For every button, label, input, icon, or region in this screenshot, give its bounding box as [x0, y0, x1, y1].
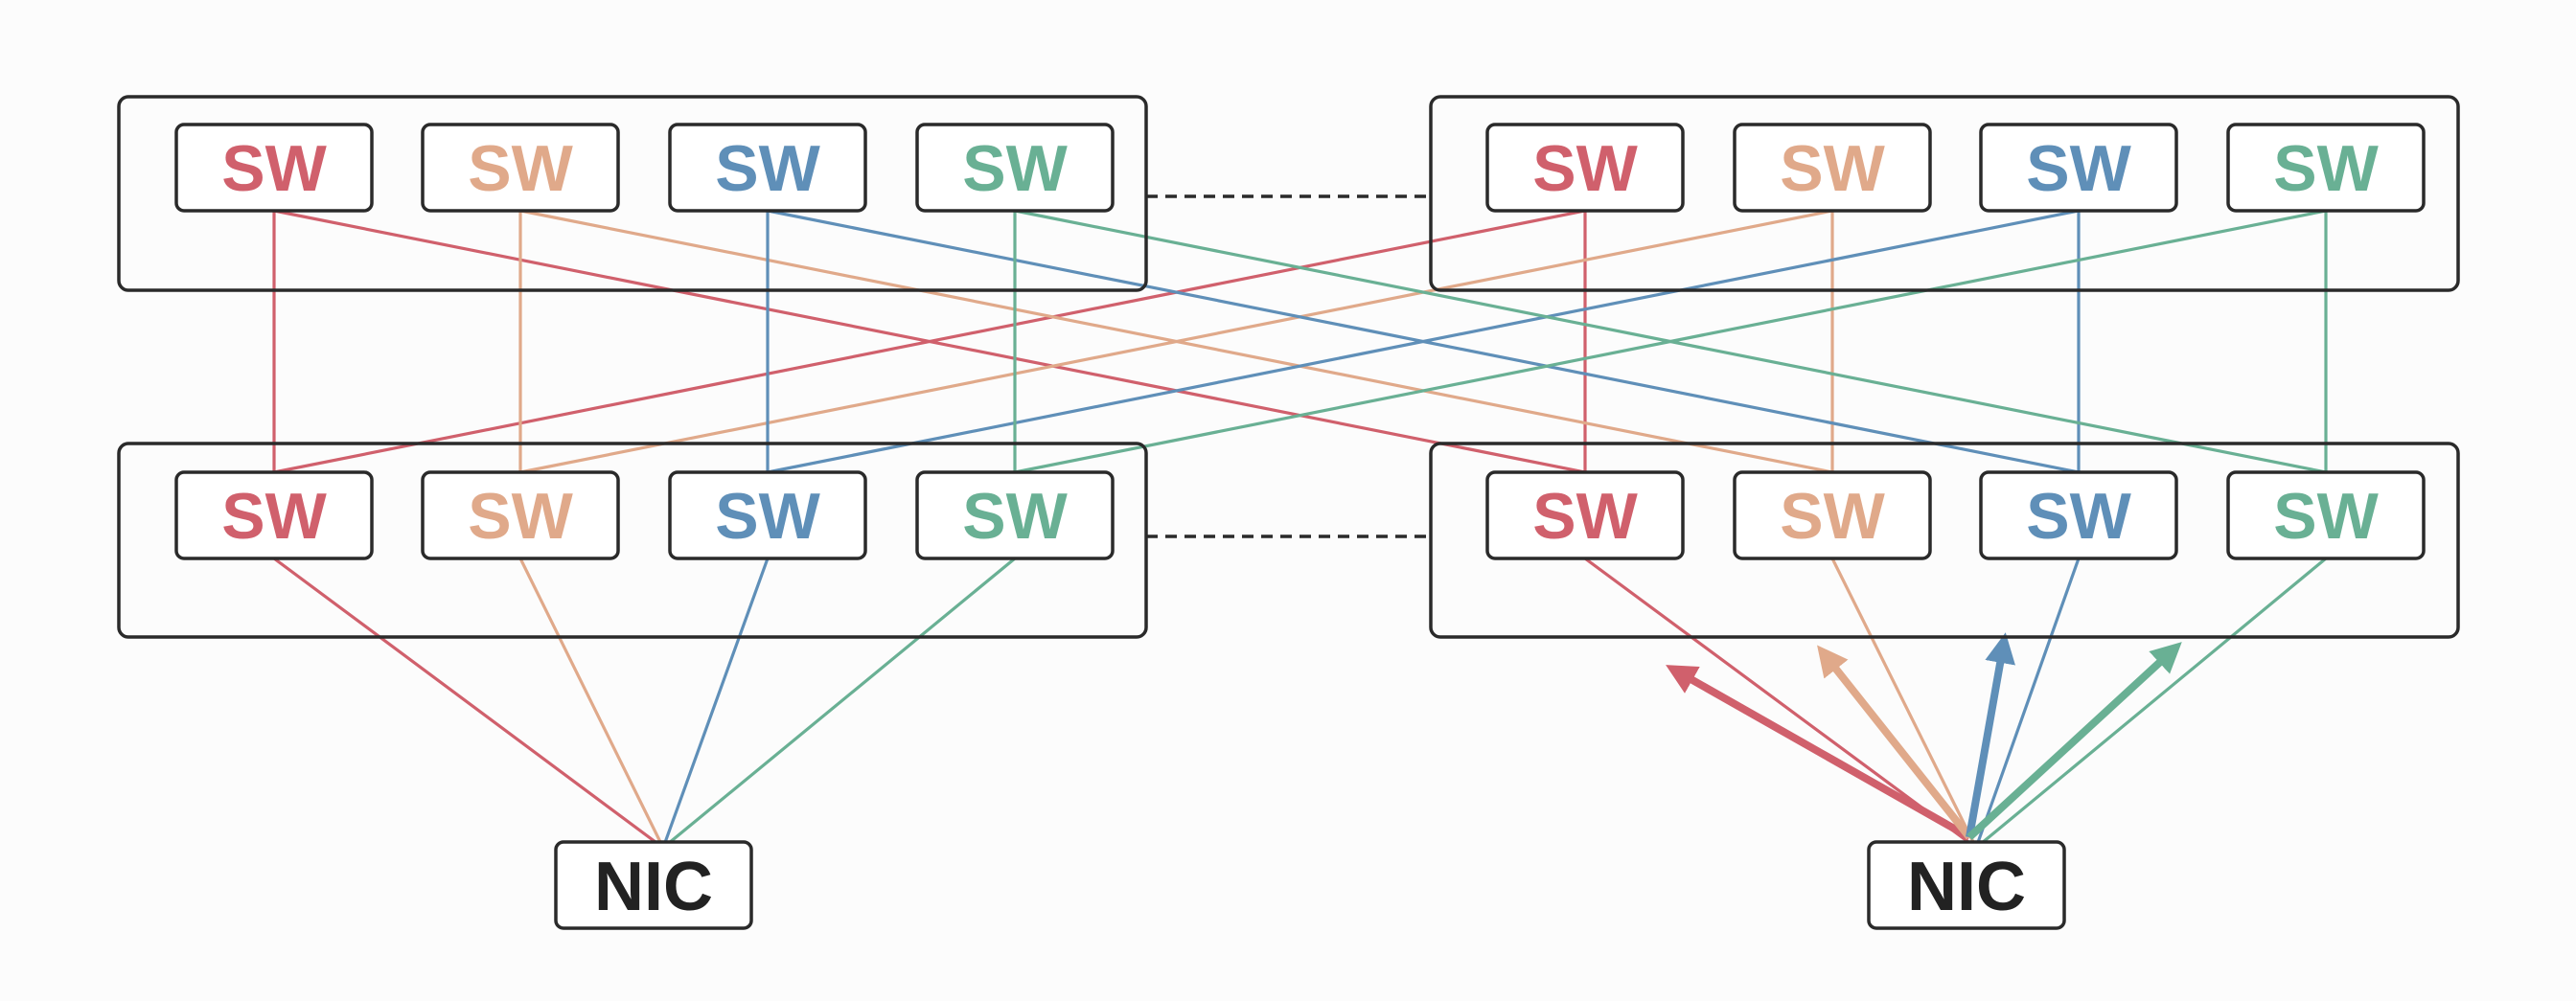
chassis-left-top [117, 95, 1148, 292]
nodes-layer: SW SW SW SW SW SW SW SW SW SW SW SW SW SW SW SW NIC NIC [174, 123, 2426, 930]
switch-box [421, 123, 620, 213]
switch-left-top-blue: SW [668, 123, 867, 213]
nic-link-right-orange [1830, 557, 1978, 849]
uplink-orange-2 [519, 209, 1833, 474]
switch-label: SW [2026, 480, 2131, 553]
switch-box [2226, 470, 2426, 560]
nic-right: NIC [1867, 840, 2066, 930]
switch-label: SW [2273, 132, 2379, 205]
switch-label: SW [1532, 132, 1638, 205]
uplink-red-2 [273, 209, 1586, 474]
nic-left: NIC [554, 840, 753, 930]
switch-label: SW [2273, 480, 2379, 553]
switch-label: SW [962, 132, 1068, 205]
switch-label: SW [221, 480, 327, 553]
nic-link-left-orange [518, 557, 665, 849]
switch-right-top-blue: SW [1979, 123, 2178, 213]
switch-label: SW [962, 480, 1068, 553]
chassis-right-top [1429, 95, 2460, 292]
uplink-green-2 [1014, 209, 2327, 474]
switch-box [174, 470, 374, 560]
switch-right-top-orange: SW [1733, 123, 1932, 213]
switch-box [421, 470, 620, 560]
switch-label: SW [1780, 132, 1885, 205]
switch-label: SW [468, 480, 573, 553]
switch-right-bottom-orange: SW [1733, 470, 1932, 560]
switch-right-bottom-blue: SW [1979, 470, 2178, 560]
switch-left-bottom-orange: SW [421, 470, 620, 560]
switch-label: SW [1780, 480, 1885, 553]
switch-left-bottom-green: SW [915, 470, 1115, 560]
nic-label: NIC [1907, 849, 2026, 925]
traffic-arrow-blue [1966, 632, 2015, 838]
traffic-arrow-green [1966, 642, 2182, 840]
switch-box [1733, 470, 1932, 560]
switch-box [668, 470, 867, 560]
switch-box [174, 123, 374, 213]
nic-link-right-blue [1974, 557, 2081, 849]
traffic-arrow-orange [1817, 645, 1973, 840]
switch-box [668, 123, 867, 213]
nic-link-left-red [273, 557, 664, 850]
switch-box [915, 470, 1115, 560]
switch-box [1979, 470, 2178, 560]
nic-label: NIC [594, 849, 713, 925]
nic-link-right-red [1584, 557, 1977, 850]
switch-label: SW [468, 132, 573, 205]
nic-link-left-blue [661, 557, 770, 849]
switch-box [1733, 123, 1932, 213]
nic-link-left-green [661, 557, 1017, 850]
nic-box [554, 840, 753, 930]
switch-label: SW [2026, 132, 2131, 205]
switch-left-bottom-blue: SW [668, 470, 867, 560]
traffic-arrow-red [1666, 665, 1971, 841]
switch-left-bottom-red: SW [174, 470, 374, 560]
switch-left-top-red: SW [174, 123, 374, 213]
switch-box [1485, 123, 1685, 213]
chassis-left-bottom [117, 442, 1148, 639]
switch-label: SW [221, 132, 327, 205]
switch-right-top-green: SW [2226, 123, 2426, 213]
chassis-right-bottom [1429, 442, 2460, 639]
switch-box [1485, 470, 1685, 560]
wiring-layer [272, 209, 2328, 850]
switch-right-bottom-red: SW [1485, 470, 1685, 560]
switch-label: SW [1532, 480, 1638, 553]
switch-label: SW [715, 480, 820, 553]
switch-box [915, 123, 1115, 213]
switch-label: SW [715, 132, 820, 205]
switch-left-top-orange: SW [421, 123, 620, 213]
switch-left-top-green: SW [915, 123, 1115, 213]
switch-right-top-red: SW [1485, 123, 1685, 213]
uplink-blue-2 [767, 209, 2080, 474]
switch-box [2226, 123, 2426, 213]
nic-box [1867, 840, 2066, 930]
nic-link-right-green [1974, 557, 2328, 850]
switch-right-bottom-green: SW [2226, 470, 2426, 560]
switch-box [1979, 123, 2178, 213]
